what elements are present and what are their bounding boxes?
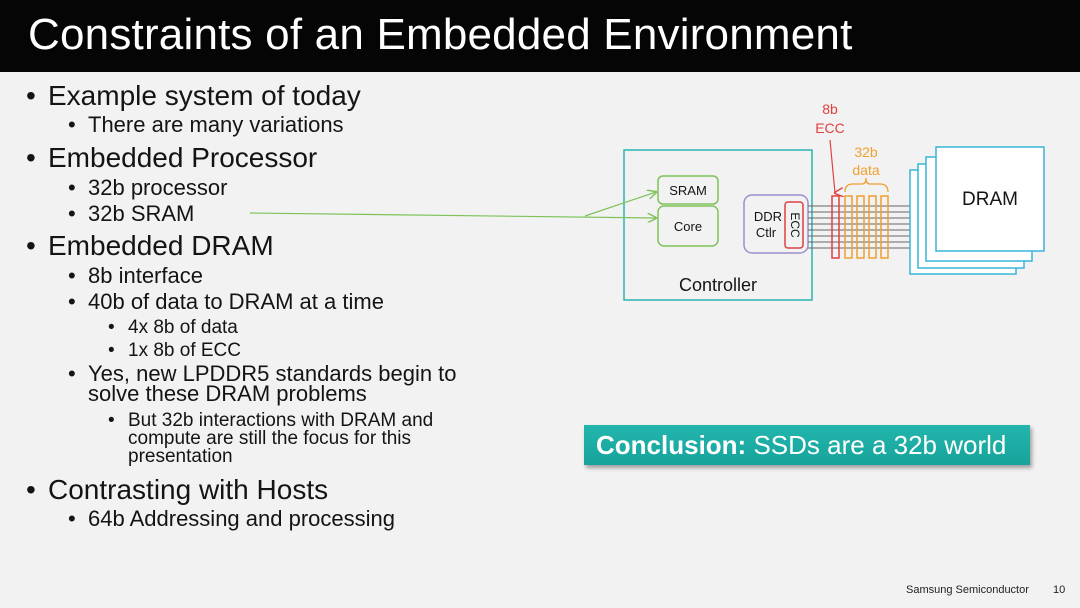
bullet-4x-8b-data: •4x 8b of data bbox=[108, 317, 238, 338]
arrow-to-sram bbox=[584, 192, 656, 217]
footer-company: Samsung Semiconductor bbox=[906, 584, 1029, 596]
bullet-32b-processor: •32b processor bbox=[68, 175, 228, 200]
ecc-width-label: 8b bbox=[822, 101, 838, 117]
core-label: Core bbox=[674, 219, 702, 234]
ecc-block bbox=[784, 201, 804, 249]
title-bar: Constraints of an Embedded Environment bbox=[0, 0, 1080, 72]
bullet-embedded-processor: •Embedded Processor bbox=[26, 142, 318, 173]
bullet-lpddr5: •Yes, new LPDDR5 standards begin to solv… bbox=[68, 361, 457, 406]
page-number: 10 bbox=[1053, 584, 1066, 596]
data-width-label: 32b bbox=[854, 144, 878, 160]
data-brace bbox=[844, 177, 889, 193]
bullet-32b-sram: •32b SRAM bbox=[68, 201, 195, 226]
bullet-32b-interactions: •But 32b interactions with DRAM and comp… bbox=[108, 410, 434, 468]
ctlr-label: Ctlr bbox=[756, 225, 777, 240]
dram-label: DRAM bbox=[962, 189, 1018, 210]
bus-lines bbox=[808, 205, 910, 249]
data-lane bbox=[856, 195, 865, 259]
data-lane bbox=[844, 195, 853, 259]
bullet-1x-8b-ecc: •1x 8b of ECC bbox=[108, 340, 241, 361]
core-box bbox=[657, 205, 719, 247]
ecc-arrow bbox=[829, 139, 835, 193]
controller-box bbox=[623, 149, 813, 301]
bullet-64b-addressing: •64b Addressing and processing bbox=[68, 506, 395, 531]
bullet-8b-interface: •8b interface bbox=[68, 263, 203, 288]
data-lane bbox=[868, 195, 877, 259]
ecc-block-label: ECC bbox=[788, 212, 802, 238]
slide-title: Constraints of an Embedded Environment bbox=[28, 10, 853, 59]
sram-label: SRAM bbox=[669, 183, 707, 198]
bullet-variations: •There are many variations bbox=[68, 112, 344, 137]
ecc-label: ECC bbox=[815, 120, 845, 136]
bullet-40b-data: •40b of data to DRAM at a time bbox=[68, 289, 384, 314]
ecc-lane bbox=[831, 195, 840, 259]
controller-label: Controller bbox=[679, 275, 757, 295]
data-lane bbox=[880, 195, 889, 259]
dram-chip-front bbox=[935, 146, 1045, 252]
bullet-contrasting-hosts: •Contrasting with Hosts bbox=[26, 474, 329, 505]
conclusion-banner: Conclusion: SSDs are a 32b world bbox=[584, 425, 1030, 465]
conclusion-text: SSDs are a 32b world bbox=[753, 430, 1007, 460]
conclusion-label: Conclusion: bbox=[596, 430, 747, 460]
bullet-embedded-dram: •Embedded DRAM bbox=[26, 230, 274, 261]
data-label: data bbox=[852, 162, 879, 178]
arrow-to-core bbox=[249, 212, 656, 218]
ddr-label: DDR bbox=[754, 209, 782, 224]
bullet-example-system: •Example system of today bbox=[26, 80, 361, 111]
